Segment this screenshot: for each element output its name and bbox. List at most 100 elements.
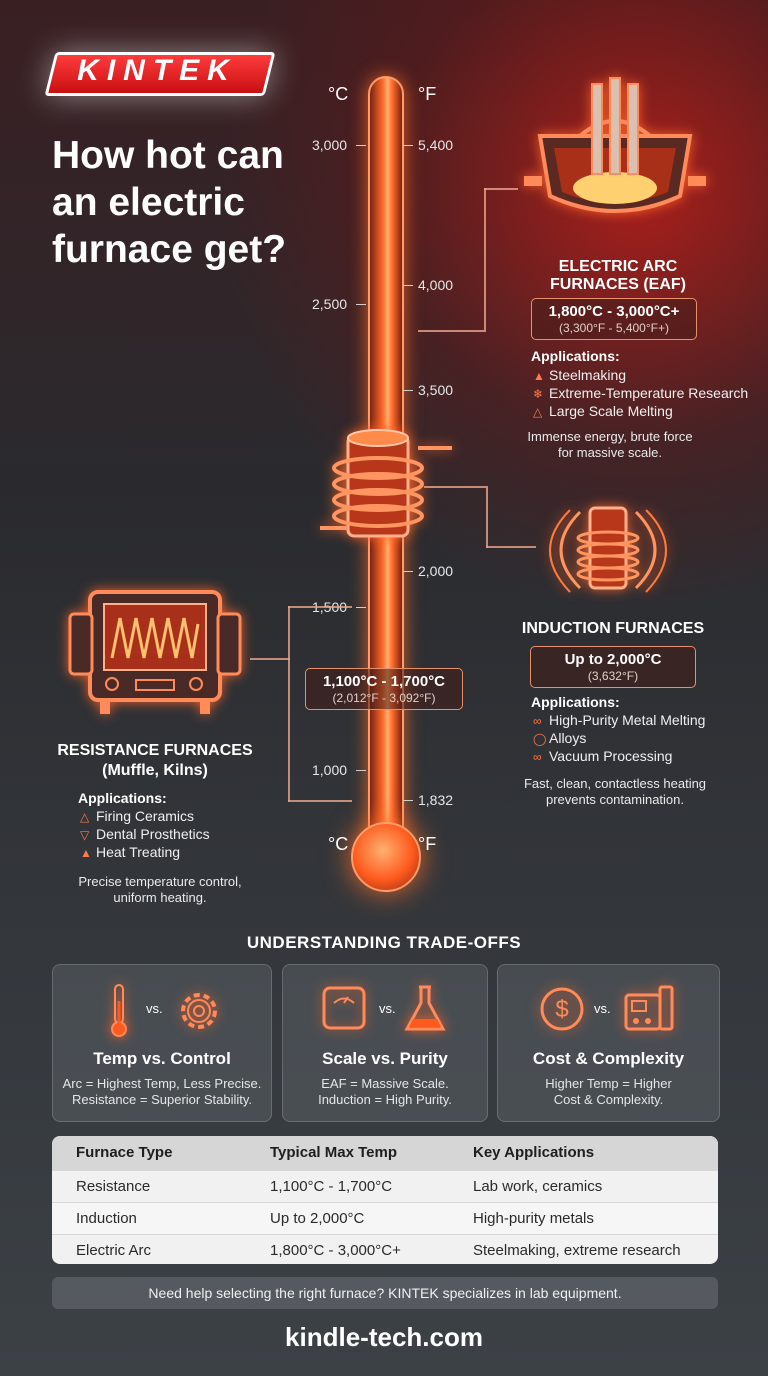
- column-header: Key Applications: [473, 1144, 595, 1161]
- app-label: High-Purity Metal Melting: [549, 712, 706, 728]
- resistance-temp-f: (2,012°F - 3,092°F): [332, 691, 436, 705]
- fahrenheit-tick-label: 2,000: [418, 563, 454, 579]
- fahrenheit-tick-label: 5,400: [418, 137, 454, 153]
- fahrenheit-tick: [403, 800, 413, 801]
- resistance-apps-list: △ Firing Ceramics ▽ Dental Prosthetics ▲ He…: [80, 807, 210, 861]
- table-row: Electric Arc 1,800°C - 3,000°C+ Steelmak…: [52, 1234, 718, 1264]
- card-title: Cost & Complexity: [532, 1049, 685, 1068]
- table-cell: Up to 2,000°C: [270, 1210, 365, 1227]
- page-title: How hot can an electric furnace get?: [52, 134, 287, 271]
- machine-icon: [624, 985, 674, 1031]
- fahrenheit-tick-label: 3,500: [418, 382, 454, 398]
- table-cell: Resistance: [76, 1178, 151, 1195]
- connector-resistance: [288, 606, 352, 608]
- resistance-temp-box: 1,100°C - 1,700°C (2,012°F - 3,092°F): [305, 668, 463, 710]
- connector-induction: [486, 486, 488, 548]
- vs-label: vs.: [594, 1001, 611, 1016]
- table-cell: Electric Arc: [76, 1242, 152, 1259]
- logo-text: KINTEK: [77, 54, 237, 87]
- scale-icon: [322, 986, 366, 1030]
- thermometer-icon: [111, 984, 127, 1037]
- flame-icon: ▲: [80, 846, 92, 860]
- resistance-title-line2: (Muffle, Kilns): [102, 762, 208, 779]
- app-label: Steelmaking: [549, 367, 627, 383]
- list-item: ∞ Vacuum Processing: [533, 747, 705, 765]
- table-cell: High-purity metals: [473, 1210, 594, 1227]
- list-item: ▲ Steelmaking: [533, 366, 748, 384]
- flask-icon: △: [80, 810, 90, 824]
- induction-temp-c: Up to 2,000°C: [564, 651, 662, 668]
- anvil-icon: ▲: [533, 369, 545, 383]
- app-label: Extreme-Temperature Research: [549, 385, 749, 401]
- app-label: Dental Prosthetics: [96, 826, 210, 842]
- resistance-title-line1: RESISTANCE FURNACES: [57, 742, 253, 759]
- connector-resistance: [250, 658, 290, 660]
- table-cell: Steelmaking, extreme research: [473, 1242, 681, 1259]
- induction-apps-heading: Applications:: [531, 694, 620, 710]
- dollar-icon: $: [540, 987, 584, 1031]
- list-item: ❄ Extreme-Temperature Research: [533, 384, 748, 402]
- tradeoffs-heading: UNDERSTANDING TRADE-OFFS: [246, 933, 522, 952]
- list-item: ▲ Heat Treating: [80, 843, 210, 861]
- unit-celsius-bottom: °C: [328, 834, 349, 854]
- app-label: Heat Treating: [96, 844, 181, 860]
- eaf-title-line1: ELECTRIC ARC: [558, 258, 678, 275]
- tradeoff-card-temp-control: vs. Temp vs. Control Arc = Highest Temp,…: [52, 964, 272, 1122]
- celsius-tick-label: 2,500: [312, 296, 348, 312]
- card-desc: Higher Temp = Higher Cost & Complexity.: [498, 1076, 719, 1108]
- card-desc-line2: Induction = High Purity.: [318, 1092, 452, 1107]
- fahrenheit-tick: [403, 285, 413, 286]
- card-desc-line1: Higher Temp = Higher: [545, 1076, 672, 1091]
- card-desc-line1: EAF = Massive Scale.: [321, 1076, 449, 1091]
- table-cell: Induction: [76, 1210, 137, 1227]
- link-icon: ∞: [533, 714, 542, 728]
- induction-temp-f: (3,632°F): [587, 669, 639, 683]
- chain-icon: ∞: [533, 750, 542, 764]
- fahrenheit-tick-label: 4,000: [418, 277, 454, 293]
- resistance-description: Precise temperature control, uniform hea…: [50, 874, 270, 906]
- resistance-desc-line2: uniform heating.: [113, 890, 207, 905]
- thermometer-bulb: [351, 822, 421, 892]
- connector-induction: [424, 486, 486, 488]
- celsius-tick: [356, 145, 366, 146]
- table-row: Induction Up to 2,000°C High-purity meta…: [52, 1202, 718, 1234]
- card-desc-line1: Arc = Highest Temp, Less Precise.: [62, 1076, 262, 1091]
- resistance-temp-c: 1,100°C - 1,700°C: [322, 673, 446, 690]
- card-title: Temp vs. Control: [93, 1049, 231, 1068]
- table-row: Resistance 1,100°C - 1,700°C Lab work, c…: [52, 1170, 718, 1202]
- tooth-icon: ▽: [80, 828, 90, 842]
- app-label: Large Scale Melting: [549, 403, 673, 419]
- app-label: Vacuum Processing: [549, 748, 673, 764]
- vs-label: vs.: [146, 1001, 163, 1016]
- induction-title: INDUCTION FURNACES: [521, 620, 705, 637]
- list-item: ◯Alloys: [533, 729, 705, 747]
- flask-icon: △: [533, 405, 543, 419]
- pill-icon: ◯: [533, 732, 547, 746]
- list-item: △ Firing Ceramics: [80, 807, 210, 825]
- cta-banner[interactable]: Need help selecting the right furnace? K…: [52, 1277, 718, 1309]
- list-item: △ Large Scale Melting: [533, 402, 748, 420]
- card-desc: EAF = Massive Scale. Induction = High Pu…: [283, 1076, 487, 1108]
- connector-resistance: [288, 800, 352, 802]
- connector-eaf: [484, 188, 486, 332]
- app-label: Firing Ceramics: [96, 808, 195, 824]
- column-header: Typical Max Temp: [270, 1144, 397, 1161]
- celsius-tick: [356, 607, 366, 608]
- connector-eaf: [418, 330, 484, 332]
- eaf-temp-box: 1,800°C - 3,000°C+ (3,300°F - 5,400°F+): [531, 298, 697, 340]
- flask-icon: [404, 985, 446, 1031]
- unit-fahrenheit-bottom: °F: [418, 834, 437, 854]
- connector-eaf: [484, 188, 518, 190]
- induction-temp-box: Up to 2,000°C (3,632°F): [530, 646, 696, 688]
- resistance-furnace-icon: [68, 590, 242, 714]
- induction-desc-line1: Fast, clean, contactless heating: [523, 776, 707, 791]
- eaf-description: Immense energy, brute force for massive …: [500, 429, 720, 461]
- table-header: Furnace Type Typical Max Temp Key Applic…: [52, 1136, 718, 1170]
- fahrenheit-tick: [403, 571, 413, 572]
- website-link[interactable]: kindle-tech.com: [285, 1322, 483, 1352]
- gear-icon: [181, 993, 217, 1029]
- snowflake-icon: ❄: [533, 387, 544, 401]
- table-cell: 1,100°C - 1,700°C: [270, 1178, 393, 1195]
- card-desc-line2: Resistance = Superior Stability.: [71, 1092, 253, 1107]
- celsius-tick: [356, 770, 366, 771]
